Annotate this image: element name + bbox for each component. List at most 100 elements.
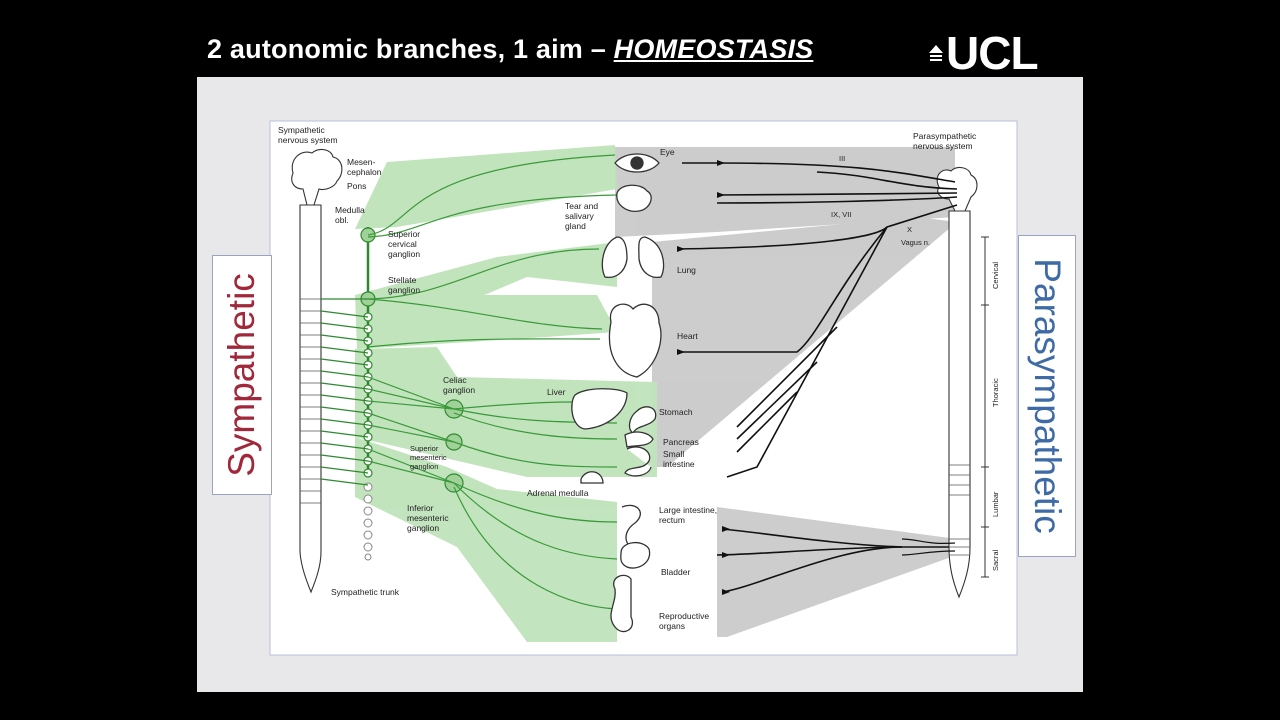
bladder-label: Bladder [661, 567, 690, 577]
sympathetic-label-box: Sympathetic [212, 255, 272, 495]
svg-text:Mesen-: Mesen- [347, 157, 376, 167]
large-intestine-label-2: rectum [659, 515, 685, 525]
tear-label-1: Tear and [565, 201, 598, 211]
large-intestine-icon [621, 504, 641, 550]
tear-label-3: gland [565, 221, 586, 231]
medulla-label-1: Medulla [335, 205, 365, 215]
region-lumbar: Lumbar [991, 491, 1000, 517]
svg-text:ganglion: ganglion [388, 249, 420, 259]
parasympathetic-segment-lines [949, 464, 970, 556]
lung-left-icon [601, 236, 628, 279]
svg-text:Eye: Eye [660, 147, 675, 157]
svg-text:Liver: Liver [547, 387, 566, 397]
vagus-label: Vagus n. [901, 238, 930, 247]
svg-text:Lung: Lung [677, 265, 696, 275]
lung-label: Lung [677, 265, 696, 275]
svg-text:Reproductive: Reproductive [659, 611, 709, 621]
svg-text:Inferior: Inferior [407, 503, 434, 513]
svg-text:X: X [907, 225, 912, 234]
svg-text:Pons: Pons [347, 181, 366, 191]
sup-cervical-label-3: ganglion [388, 249, 420, 259]
intestine-icon [624, 446, 652, 477]
tear-label-2: salivary [565, 211, 595, 221]
parasympathetic-fibers [676, 162, 958, 593]
reproductive-label-2: organs [659, 621, 685, 631]
mesencephalon-label-2: cephalon [347, 167, 382, 177]
symp-header-1: Sympathetic [278, 125, 326, 135]
region-cervical: Cervical [991, 262, 1000, 289]
svg-text:cervical: cervical [388, 239, 417, 249]
svg-text:obl.: obl. [335, 215, 349, 225]
liver-label: Liver [547, 387, 566, 397]
nerve-x-label: X [907, 225, 912, 234]
svg-text:Bladder: Bladder [661, 567, 690, 577]
svg-text:Small: Small [663, 449, 684, 459]
svg-text:Pancreas: Pancreas [663, 437, 699, 447]
pancreas-icon [624, 431, 654, 448]
reproductive-label-1: Reproductive [659, 611, 709, 621]
large-intestine-label-1: Large intestine, [659, 505, 717, 515]
svg-text:III: III [839, 154, 845, 163]
portico-icon [929, 45, 943, 61]
svg-text:Stellate: Stellate [388, 275, 417, 285]
inf-mesenteric-label-3: ganglion [407, 523, 439, 533]
sup-cervical-label-1: Superior [388, 229, 420, 239]
svg-text:Thoracic: Thoracic [991, 378, 1000, 407]
svg-text:Stomach: Stomach [659, 407, 693, 417]
svg-text:Sympathetic trunk: Sympathetic trunk [331, 587, 400, 597]
svg-text:rectum: rectum [659, 515, 685, 525]
adrenal-icon [580, 471, 604, 484]
sup-mesenteric-label-1: Superior [410, 444, 439, 453]
preganglionic-rungs [320, 298, 369, 486]
logo-text: UCL [946, 27, 1039, 79]
heart-icon [608, 303, 662, 378]
stellate-label-1: Stellate [388, 275, 417, 285]
svg-text:Cervical: Cervical [991, 262, 1000, 289]
title-emphasis: HOMEOSTASIS [613, 34, 814, 64]
parasympathetic-spinal-cord [936, 166, 978, 599]
svg-text:ganglion: ganglion [388, 285, 420, 295]
svg-text:Celiac: Celiac [443, 375, 467, 385]
small-intestine-label-2: intestine [663, 459, 695, 469]
sympathetic-spinal-cord [291, 148, 343, 594]
svg-text:nervous system: nervous system [278, 135, 338, 145]
spinal-region-bracket [981, 236, 989, 578]
svg-text:Sacral: Sacral [991, 549, 1000, 571]
svg-text:ganglion: ganglion [410, 462, 438, 471]
bladder-icon [620, 542, 651, 569]
svg-text:Sympathetic: Sympathetic [278, 125, 326, 135]
svg-text:Lumbar: Lumbar [991, 491, 1000, 517]
svg-text:cephalon: cephalon [347, 167, 382, 177]
inf-mesenteric-label-1: Inferior [407, 503, 434, 513]
parasympathetic-label: Parasympathetic [1027, 258, 1068, 534]
pancreas-label: Pancreas [663, 437, 699, 447]
svg-text:gland: gland [565, 221, 586, 231]
svg-text:organs: organs [659, 621, 685, 631]
arrowheads [677, 160, 730, 595]
sympathetic-fibers [367, 154, 618, 610]
symp-header-2: nervous system [278, 135, 338, 145]
slide-title: 2 autonomic branches, 1 aim – HOMEOSTASI… [207, 34, 813, 65]
inf-mesenteric-label-2: mesenteric [407, 513, 449, 523]
nerve-ix-vii-label: IX, VII [831, 210, 851, 219]
svg-text:Vagus n.: Vagus n. [901, 238, 930, 247]
svg-text:ganglion: ganglion [407, 523, 439, 533]
eye-label: Eye [660, 147, 675, 157]
svg-text:intestine: intestine [663, 459, 695, 469]
nerve-iii-label: III [839, 154, 845, 163]
para-header-1: Parasympathetic [913, 131, 977, 141]
medulla-label-2: obl. [335, 215, 349, 225]
celiac-label-2: ganglion [443, 385, 475, 395]
parasympathetic-label-box: Parasympathetic [1018, 235, 1076, 557]
title-prefix: 2 autonomic branches, 1 aim – [207, 34, 614, 64]
svg-text:Tear and: Tear and [565, 201, 598, 211]
lung-right-icon [638, 236, 665, 279]
svg-text:Superior: Superior [388, 229, 420, 239]
sympathetic-fill [355, 145, 657, 642]
heart-label: Heart [677, 331, 698, 341]
sup-mesenteric-label-2: mesenteric [410, 453, 447, 462]
svg-text:salivary: salivary [565, 211, 595, 221]
svg-text:ganglion: ganglion [443, 385, 475, 395]
svg-text:Large intestine,: Large intestine, [659, 505, 717, 515]
svg-text:mesenteric: mesenteric [407, 513, 449, 523]
